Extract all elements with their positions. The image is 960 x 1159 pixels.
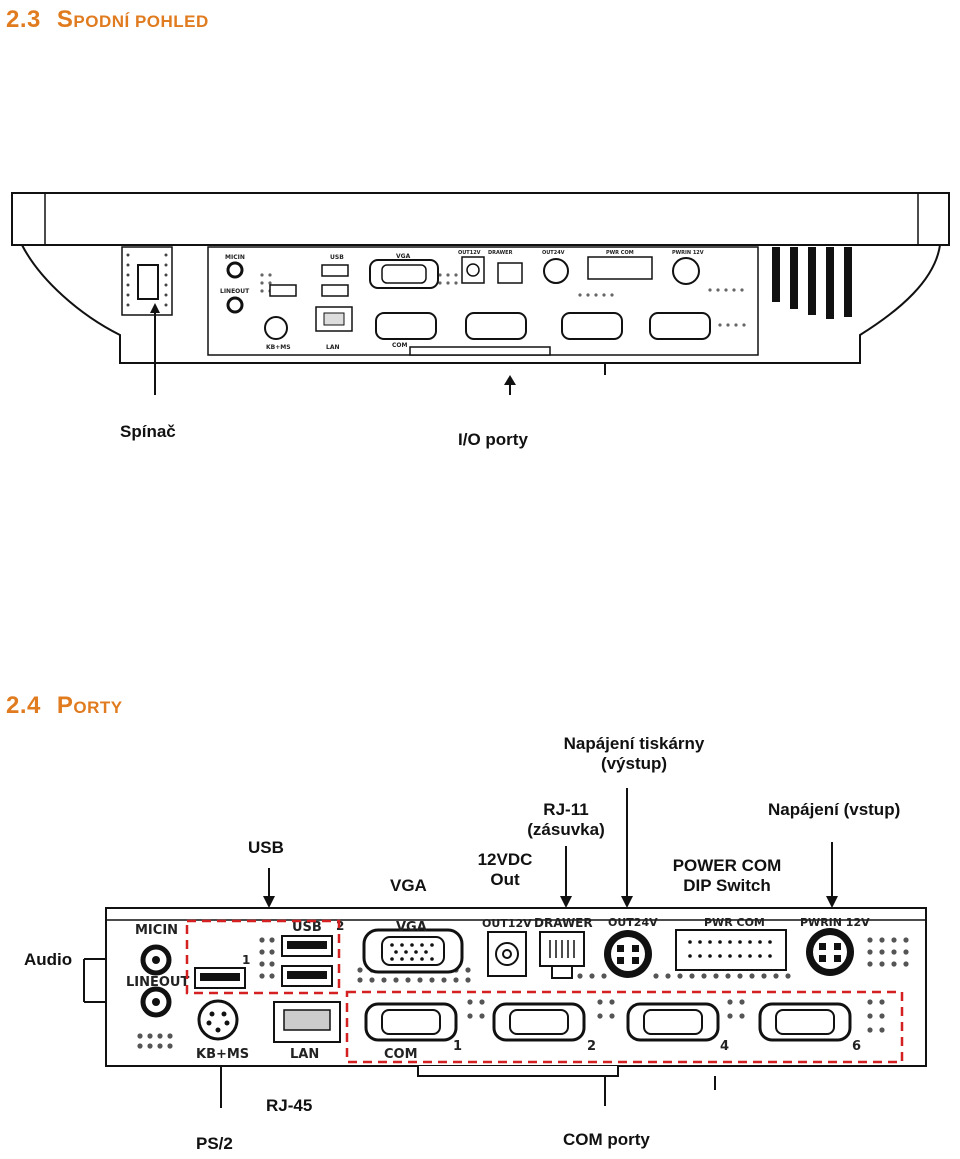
lineout-jack (140, 986, 172, 1018)
section-number: 2.3 (6, 6, 41, 33)
callout-printer-power: Napájení tiskárny (výstup) (563, 734, 705, 773)
callout-power-com: POWER COM DIP Switch (672, 856, 782, 895)
callout-audio: Audio (24, 950, 73, 969)
callout-rj45: RJ-45 (266, 1096, 313, 1115)
label-io-ports: I/O porty (458, 430, 528, 449)
section-title-rest: PODNÍ POHLED (73, 12, 209, 31)
section-number: 2.4 (6, 692, 41, 719)
panel-label-lineout: LINEOUT (126, 975, 189, 990)
svg-text:LINEOUT: LINEOUT (220, 288, 250, 295)
panel-label-micin: MICIN (135, 923, 178, 938)
com-port-1 (364, 1002, 458, 1042)
com-port-6 (758, 1002, 852, 1042)
svg-text:MICIN: MICIN (225, 254, 245, 261)
ports-diagram: MICIN LINEOUT USB 2 1 KB+MS LAN VGA OUT1… (83, 788, 927, 1108)
panel-label-com: COM (384, 1047, 418, 1062)
panel-label-com6: 6 (852, 1039, 861, 1054)
panel-label-out24v: OUT24V (608, 916, 658, 929)
panel-label-com2: 2 (587, 1039, 596, 1054)
section-title-rest: ORTY (73, 698, 123, 717)
panel-label-usb-1: 1 (242, 953, 250, 967)
panel-label-vga: VGA (396, 920, 427, 935)
section-title-initial: S (56, 6, 74, 33)
svg-text:PWRIN 12V: PWRIN 12V (672, 250, 704, 256)
svg-text:OUT12V: OUT12V (458, 250, 481, 256)
switch-dots (126, 253, 168, 307)
bottom-view-diagram: MICIN LINEOUT KB+MS USB LAN VGA OUT12V D… (11, 192, 950, 395)
svg-text:VGA: VGA (396, 253, 411, 260)
callout-rj11: RJ-11 (zásuvka) (527, 800, 605, 839)
svg-text:LAN: LAN (326, 344, 340, 351)
panel-label-pwrcom: PWR COM (704, 916, 765, 929)
panel-label-com4: 4 (720, 1039, 729, 1054)
panel-label-usb: USB (292, 920, 322, 935)
panel-label-out12v: OUT12V (482, 917, 532, 930)
callout-com-ports: COM porty (563, 1130, 650, 1149)
com-port-2 (492, 1002, 586, 1042)
section-title-initial: P (56, 692, 74, 719)
label-switch: Spínač (120, 422, 176, 441)
svg-text:USB: USB (330, 254, 344, 261)
callout-power-in: Napájení (vstup) (768, 800, 901, 819)
callout-vga: VGA (390, 876, 427, 895)
callout-ps2: PS/2 (196, 1134, 233, 1153)
panel-label-lan: LAN (290, 1047, 319, 1062)
callout-12vdc: 12VDC Out (477, 850, 533, 889)
panel-label-drawer: DRAWER (534, 916, 593, 930)
panel-label-kbms: KB+MS (196, 1047, 249, 1062)
com-port-4 (626, 1002, 720, 1042)
micin-jack (140, 944, 172, 976)
svg-text:DRAWER: DRAWER (488, 250, 513, 256)
com-highlight-box (345, 990, 904, 1064)
svg-text:OUT24V: OUT24V (542, 250, 565, 256)
svg-text:KB+MS: KB+MS (266, 344, 291, 351)
section-title-2-4: 2.4 PORTY (6, 692, 123, 720)
svg-text:PWR COM: PWR COM (606, 250, 634, 256)
panel-label-com1: 1 (453, 1039, 462, 1054)
usb-highlight-box (185, 919, 341, 995)
svg-text:COM: COM (392, 342, 408, 349)
panel-label-pwrin: PWRIN 12V (800, 916, 870, 929)
callout-usb: USB (248, 838, 284, 857)
section-title-2-3: 2.3 SPODNÍ POHLED (6, 6, 209, 34)
